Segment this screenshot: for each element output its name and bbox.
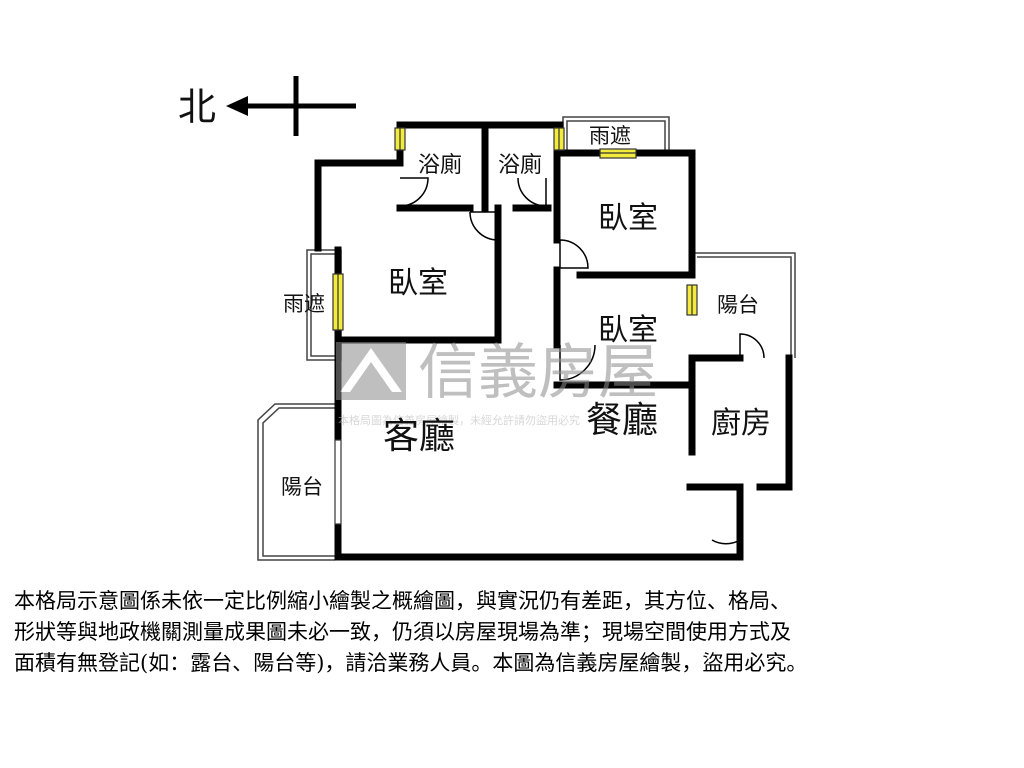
room-labels: 浴廁 浴廁 雨遮 臥室 臥室 臥室 雨遮 陽台 客廳 餐廳 廚房 陽台 [281,124,771,499]
disclaimer-line: 本格局示意圖係未依一定比例縮小繪製之概繪圖，與實況仍有差距，其方位、格局、 [14,589,791,613]
door-entrance [711,512,741,545]
label-dining-room: 餐廳 [586,400,658,441]
label-bedroom-ne: 臥室 [598,201,658,236]
door-bedroom-ne [559,239,589,269]
doors [399,177,765,545]
label-canopy-left: 雨遮 [283,292,325,316]
door-bath-1 [399,177,429,207]
floor-plan: 北 [178,76,796,561]
door-bath-2 [517,177,547,207]
label-canopy-top: 雨遮 [589,124,631,148]
compass: 北 [178,76,356,136]
label-bedroom-mid: 臥室 [598,313,658,348]
door-bedroom-mid [559,344,596,381]
label-balcony-right: 陽台 [717,293,759,317]
watermark-logo-mark [340,348,402,392]
label-bath-2: 浴廁 [498,153,542,178]
label-kitchen: 廚房 [711,406,771,441]
balcony-left-outline [257,403,335,561]
label-bedroom-main: 臥室 [388,266,448,301]
door-balcony-right [739,333,765,359]
windows [332,127,698,525]
watermark: 信義房屋 本格局圖為信義房屋繪製，未經允許請勿盜用必究 [336,338,658,427]
balcony-right-inner [697,256,792,356]
door-bedroom-main [469,211,499,241]
window-living-sliding [334,439,342,525]
wall-east-kitchen [756,354,793,491]
label-balcony-left: 陽台 [281,475,323,499]
disclaimer: 本格局示意圖係未依一定比例縮小繪製之概繪圖，與實況仍有差距，其方位、格局、 形狀… [14,586,1014,679]
disclaimer-line: 形狀等與地政機關測量成果圖未必一致，仍須以房屋現場為準；現場空間使用方式及 [14,620,791,644]
label-bath-1: 浴廁 [418,153,462,178]
wall-bedroom-main-east [334,204,502,344]
disclaimer-line: 面積有無登記(如：露台、陽台等)，請洽業務人員。本圖為信義房屋繪製，盜用必究。 [14,651,808,675]
label-living-room: 客廳 [383,416,455,457]
watermark-fine-print: 本格局圖為信義房屋繪製，未經允許請勿盜用必究 [338,413,580,427]
balcony-right-outline [693,252,796,358]
north-label: 北 [178,85,216,129]
wall-outer-west [314,121,696,279]
balcony-left-inner [262,407,335,557]
watermark-brand: 信義房屋 [418,338,658,408]
north-arrow-head [226,96,248,116]
